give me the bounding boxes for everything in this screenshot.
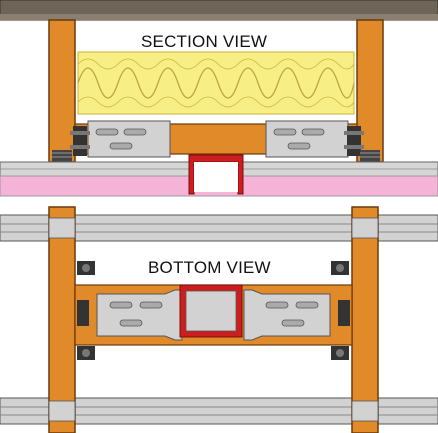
bolt-icon (77, 261, 95, 275)
bottom-view-label: BOTTOM VIEW (148, 258, 271, 277)
isolation-clip-right-bottom (243, 289, 331, 341)
joist-left-bottom (48, 206, 76, 433)
screw-icon (360, 150, 380, 162)
section-view-label: SECTION VIEW (141, 32, 267, 51)
bolt-icon (70, 126, 90, 156)
bottom-view (0, 206, 438, 433)
bolt-icon (344, 126, 364, 156)
bolt-icon (77, 346, 95, 360)
bolt-icon (338, 300, 350, 326)
joist-right (356, 19, 384, 163)
section-view (0, 0, 438, 197)
isolation-clip-left (87, 120, 171, 158)
isolation-clip-right (265, 120, 349, 158)
isolation-clip-left-bottom (96, 289, 183, 341)
bolt-icon (331, 346, 349, 360)
screw-icon (52, 150, 72, 162)
bolt-icon (331, 261, 349, 275)
subfloor-deck-edge (0, 14, 438, 20)
insulation-batt (77, 51, 355, 115)
joist-right-bottom (351, 206, 379, 433)
bolt-icon (77, 300, 89, 326)
hat-channel-section (188, 154, 244, 195)
joist-left (48, 19, 76, 163)
hat-channel-bottom (179, 284, 243, 338)
